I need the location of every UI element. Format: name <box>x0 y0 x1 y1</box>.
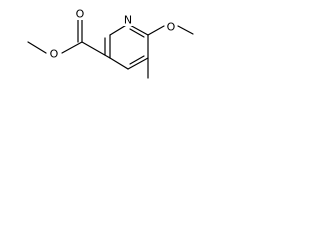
bond-c4-c3 <box>109 57 129 70</box>
ether-oxygen-label: O <box>167 21 176 34</box>
bond-c5-c4-inner <box>129 55 145 65</box>
bond-c5-c4 <box>127 57 149 70</box>
bond-ether-oxygen-methyl <box>177 25 194 35</box>
bond-ester-oxygen-methyl <box>27 41 47 54</box>
bond-ester-carbon-oxygen <box>61 41 83 54</box>
ring-nitrogen-label: N <box>124 14 132 27</box>
label-bg-n <box>123 14 133 26</box>
label-bg-ester-o <box>49 48 59 60</box>
bond-c6-ether-oxygen <box>147 25 165 36</box>
ester-oxygen-label: O <box>50 48 59 61</box>
chemical-structure-diagram: N O O O <box>27 8 194 79</box>
carbonyl-oxygen-label: O <box>76 8 85 21</box>
bond-n1-c6-inner <box>129 28 145 38</box>
label-bg-ether-o <box>166 21 176 33</box>
label-bg-carbonyl-o <box>75 8 85 20</box>
bond-c3-ester-carbon <box>81 41 111 59</box>
